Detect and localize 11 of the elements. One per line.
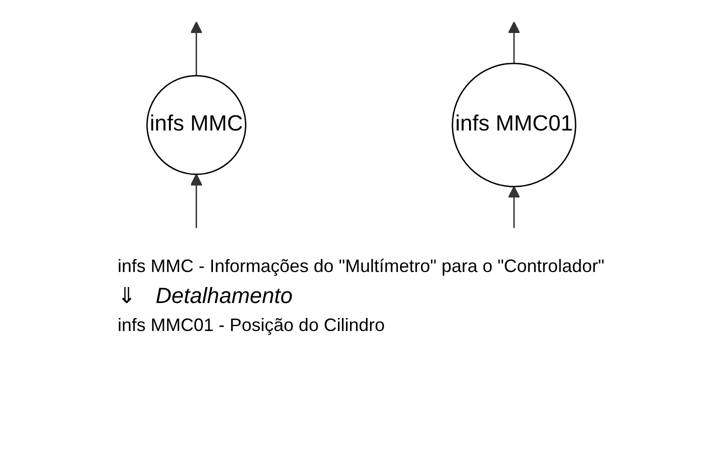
description-text: infs MMC01 - Posição do Cilindro — [118, 315, 386, 336]
flow-diagram: infs MMC infs MMC01 — [136, 0, 586, 250]
description-text: infs MMC - Informações do "Multímetro" para o "Controlador" — [118, 256, 604, 277]
direction-arrow: ⇓ — [118, 283, 136, 309]
node-circle — [146, 75, 246, 175]
arrow — [190, 22, 202, 76]
arrow — [508, 22, 520, 64]
node-circle — [451, 62, 576, 188]
arrow — [508, 186, 520, 228]
arrow — [190, 174, 202, 228]
section-note: Detalhamento — [156, 283, 293, 309]
